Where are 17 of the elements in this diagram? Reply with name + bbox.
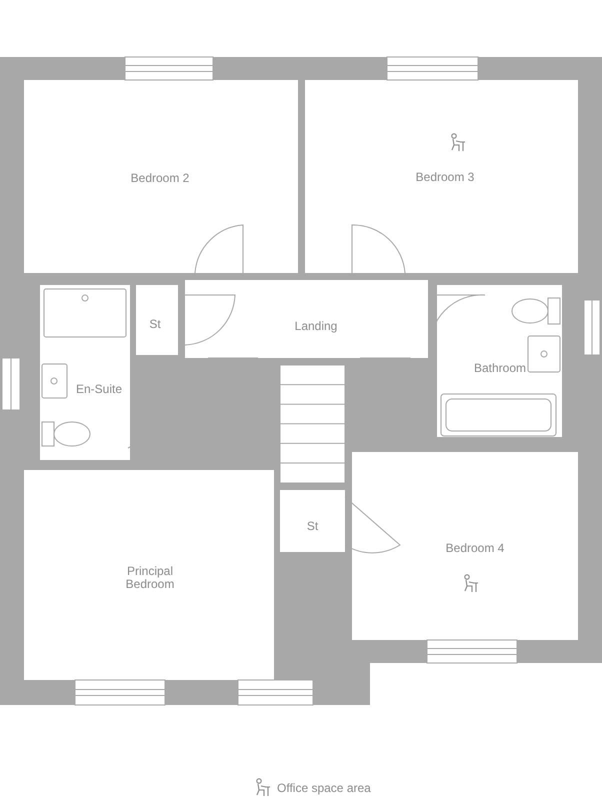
room-label: Bedroom 2: [130, 172, 190, 185]
room: [352, 452, 578, 640]
room-label: St: [148, 318, 162, 331]
room-label: St: [306, 520, 320, 533]
legend-label: Office space area: [277, 781, 371, 795]
room: [305, 80, 578, 273]
room-label: Bedroom 3: [414, 171, 476, 184]
room: [136, 285, 178, 355]
room-label: Bathroom: [472, 362, 528, 375]
room: [185, 280, 428, 358]
room-label: En-Suite: [74, 383, 124, 396]
room: [280, 490, 345, 552]
room-label: Landing: [294, 320, 338, 333]
room-label: Bedroom 4: [444, 542, 506, 555]
room-label: Principal Bedroom: [124, 565, 176, 591]
room: [24, 80, 298, 273]
room: [24, 470, 274, 680]
